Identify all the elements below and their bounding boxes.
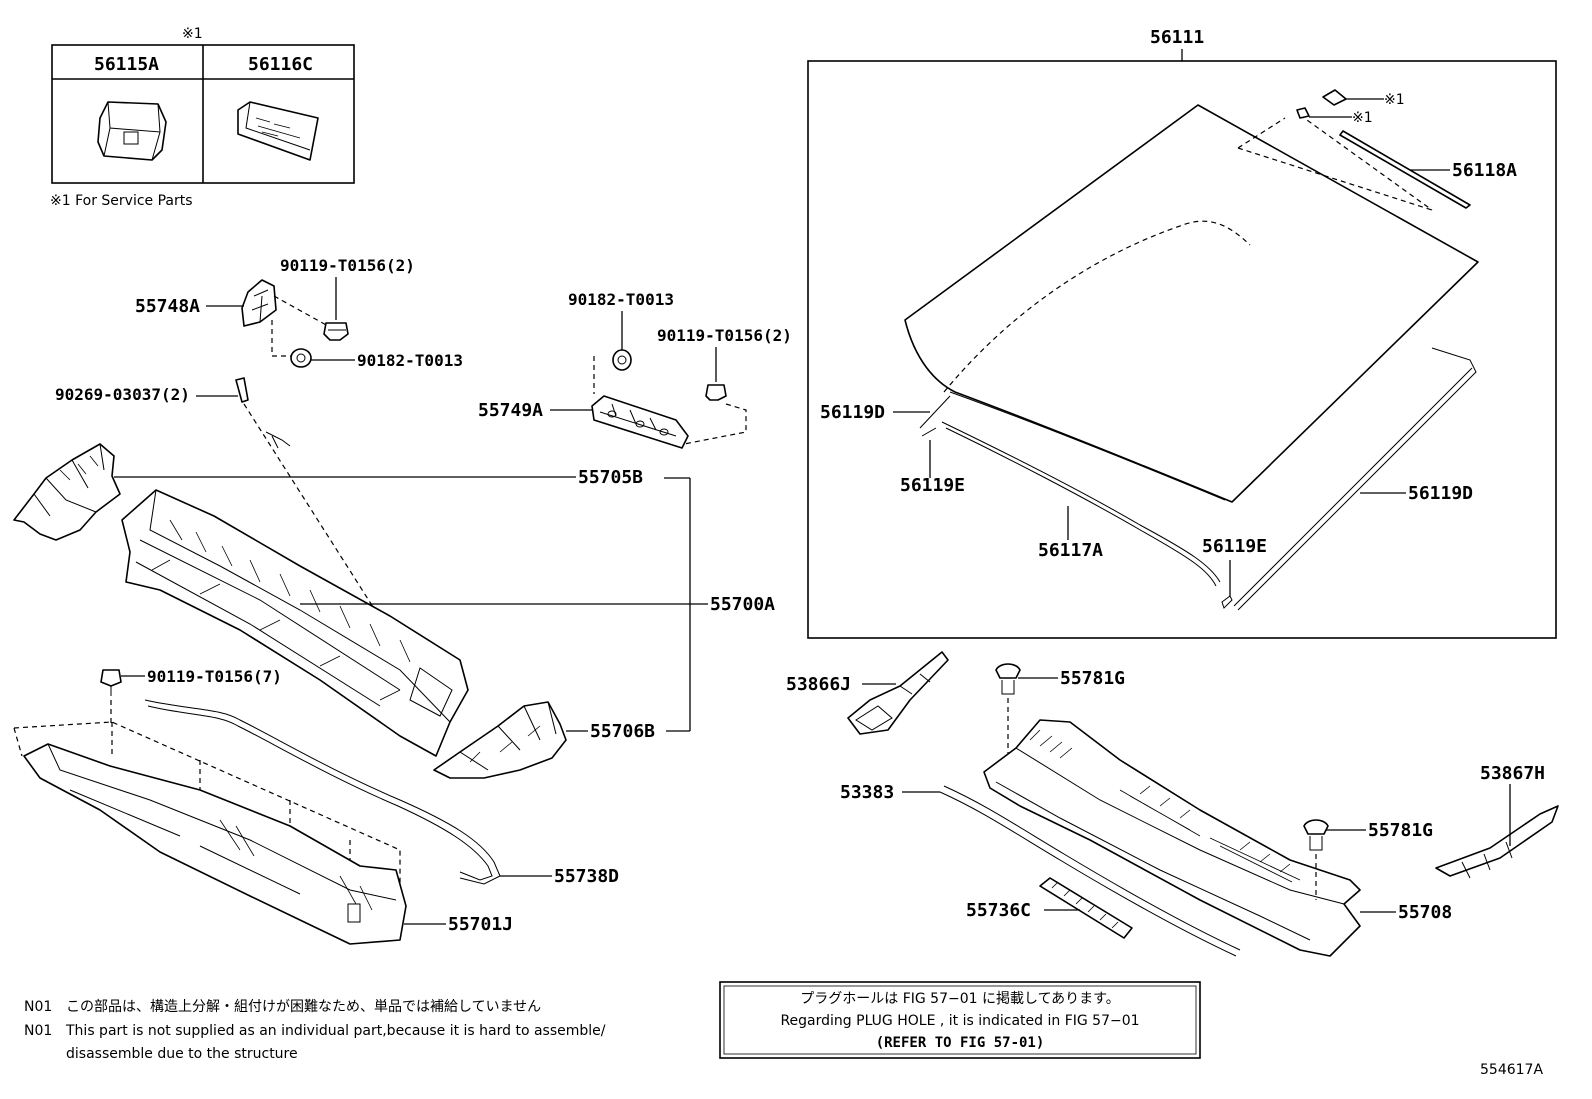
- label-55708[interactable]: 55708: [1398, 902, 1452, 923]
- seal-53383-drawing[interactable]: [939, 785, 1241, 957]
- molding-56119D-right[interactable]: [1237, 347, 1477, 611]
- label-90269-03037[interactable]: 90269-03037(2): [55, 385, 190, 404]
- sticker-service-1[interactable]: [1322, 89, 1347, 106]
- nut-90182-a-drawing[interactable]: [290, 348, 312, 368]
- label-56117A[interactable]: 56117A: [1038, 540, 1103, 561]
- label-53383[interactable]: 53383: [840, 782, 894, 803]
- sticker-service-2[interactable]: [1296, 107, 1310, 119]
- service-mark: ※1: [182, 26, 203, 42]
- bracket-53867H-drawing[interactable]: [1435, 805, 1559, 879]
- clip-55781G-a-drawing[interactable]: [995, 663, 1021, 695]
- label-55706B[interactable]: 55706B: [590, 721, 655, 742]
- plug-note-english: Regarding PLUG HOLE , it is indicated in…: [780, 1013, 1139, 1029]
- label-90119-T0156-2a[interactable]: 90119-T0156(2): [280, 256, 415, 275]
- label-55781G-b[interactable]: 55781G: [1368, 820, 1433, 841]
- windshield-glass-drawing[interactable]: [904, 104, 1479, 503]
- louver-55708-drawing[interactable]: [983, 719, 1361, 957]
- label-56119D-left[interactable]: 56119D: [820, 402, 885, 423]
- molding-56119E-left[interactable]: [921, 427, 937, 437]
- label-55736C[interactable]: 55736C: [966, 900, 1031, 921]
- bolt-90119-b-drawing[interactable]: [705, 384, 727, 401]
- label-53866J[interactable]: 53866J: [786, 674, 851, 695]
- label-55781G-a[interactable]: 55781G: [1060, 668, 1125, 689]
- service-footnote: ※1 For Service Parts: [50, 193, 193, 209]
- cover-53866J-drawing[interactable]: [847, 651, 949, 735]
- label-56119E-left[interactable]: 56119E: [900, 475, 965, 496]
- label-53867H[interactable]: 53867H: [1480, 763, 1545, 784]
- label-55700A[interactable]: 55700A: [710, 594, 775, 615]
- clip-56116C-drawing[interactable]: [237, 101, 319, 161]
- clip-55781G-b-drawing[interactable]: [1303, 819, 1329, 851]
- plug-note-refer[interactable]: (REFER TO FIG 57-01): [876, 1035, 1045, 1051]
- plug-note-japanese: プラグホールは FIG 57−01 に掲載してあります。: [800, 991, 1120, 1007]
- seal-55738D-drawing[interactable]: [144, 699, 501, 885]
- label-55748A[interactable]: 55748A: [135, 296, 200, 317]
- label-90119-T0156-2b[interactable]: 90119-T0156(2): [657, 326, 792, 345]
- clip-90269-drawing[interactable]: [235, 377, 291, 449]
- molding-56119E-bottom[interactable]: [1221, 595, 1233, 609]
- figure-id: 554617A: [1480, 1062, 1543, 1078]
- bracket-55748A-drawing[interactable]: [241, 279, 277, 327]
- note-n01-english-2: disassemble due to the structure: [66, 1046, 298, 1062]
- notes-block: N01 この部品は、構造上分解・組付けが困難なため、単品では補給していません N…: [24, 999, 606, 1062]
- label-55705B[interactable]: 55705B: [578, 467, 643, 488]
- mark-service-1: ※1: [1384, 92, 1405, 108]
- label-90182-T0013-b[interactable]: 90182-T0013: [568, 290, 674, 309]
- label-55701J[interactable]: 55701J: [448, 914, 513, 935]
- windshield-box-frame: [807, 60, 1557, 639]
- label-56118A[interactable]: 56118A: [1452, 160, 1517, 181]
- cowl-lower-55701J-drawing[interactable]: [23, 743, 407, 945]
- center-hardware: 90182-T0013 90119-T0156(2) 55749A: [478, 290, 792, 449]
- plug-box-frame: [719, 981, 1201, 1059]
- label-55738D[interactable]: 55738D: [554, 866, 619, 887]
- cowl-assembly: 55705B 55700A 55706B: [13, 443, 775, 779]
- label-56119D-right[interactable]: 56119D: [1408, 483, 1473, 504]
- windshield-group: 56111 ※1 ※1 56118A 56119D 56119E 56117: [807, 27, 1557, 639]
- label-90119-T0156-7[interactable]: 90119-T0156(7): [147, 667, 282, 686]
- bracket-55749A-drawing[interactable]: [591, 395, 689, 449]
- bolt-90119-c-drawing[interactable]: [100, 669, 122, 696]
- label-56111[interactable]: 56111: [1150, 27, 1204, 48]
- cowl-side-55705B-drawing[interactable]: [13, 443, 121, 541]
- mark-service-2: ※1: [1352, 110, 1373, 126]
- lower-right-group: 53866J 55781G 53383 55708 55781G: [786, 651, 1559, 957]
- note-n01-english-1: This part is not supplied as an individu…: [65, 1023, 606, 1039]
- label-90182-T0013-a[interactable]: 90182-T0013: [357, 351, 463, 370]
- plug-hole-note-box: プラグホールは FIG 57−01 に掲載してあります。 Regarding P…: [719, 981, 1201, 1059]
- note-code-1: N01: [24, 999, 52, 1015]
- cowl-side-55706B-drawing[interactable]: [433, 701, 567, 779]
- upper-left-hardware: 90119-T0156(2) 55748A 90182-T0013 90269-…: [55, 256, 463, 641]
- lower-left-group: 90119-T0156(7) 55738D 55701J: [13, 667, 619, 945]
- label-55749A[interactable]: 55749A: [478, 400, 543, 421]
- bracket-55736C-drawing[interactable]: [1039, 877, 1133, 939]
- note-n01-japanese: この部品は、構造上分解・組付けが困難なため、単品では補給していません: [66, 999, 541, 1015]
- bolt-90119-a-drawing[interactable]: [323, 322, 349, 341]
- molding-56117A[interactable]: [941, 421, 1221, 583]
- part-56116C-header[interactable]: 56116C: [248, 54, 313, 75]
- molding-56119D-left[interactable]: [919, 395, 951, 429]
- strip-56118A-drawing[interactable]: [1339, 130, 1471, 209]
- service-parts-box: ※1 56115A 56116C ※1 For Service Parts: [50, 26, 355, 209]
- clip-56115A-drawing[interactable]: [97, 101, 167, 161]
- cowl-panel-55700A-drawing[interactable]: [121, 489, 469, 757]
- nut-90182-b-drawing[interactable]: [612, 349, 632, 371]
- note-code-2: N01: [24, 1023, 52, 1039]
- label-56119E-bottom[interactable]: 56119E: [1202, 536, 1267, 557]
- part-56115A-header[interactable]: 56115A: [94, 54, 159, 75]
